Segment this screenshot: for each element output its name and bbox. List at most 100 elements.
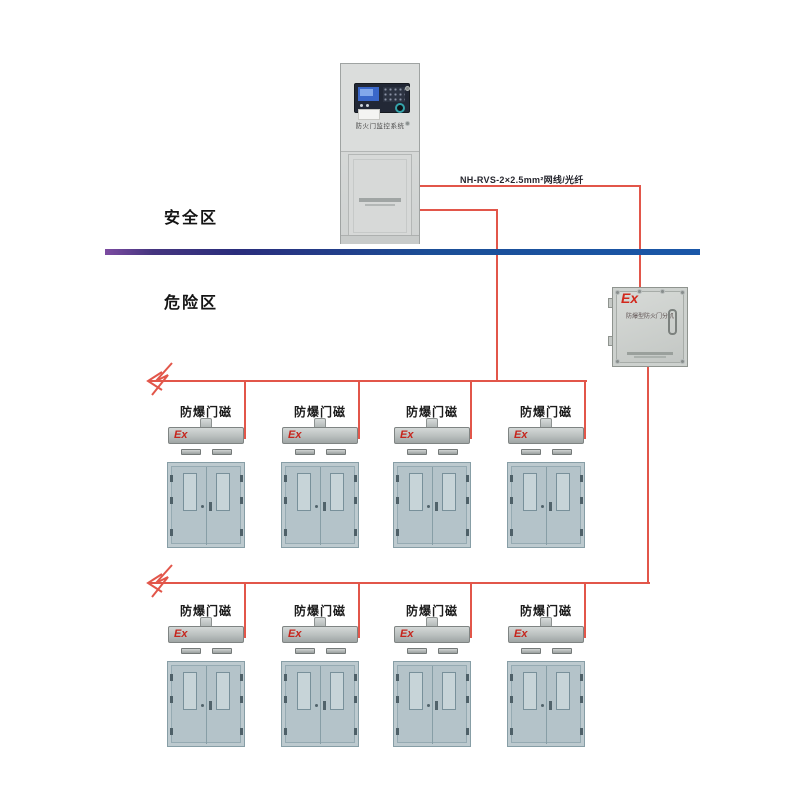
hinge-icon xyxy=(580,475,583,482)
hinge-icon xyxy=(396,728,399,735)
hinge-icon xyxy=(354,475,357,482)
door-magnet-device: Ex xyxy=(508,427,584,444)
door-window xyxy=(556,672,570,710)
hinge-icon xyxy=(466,475,469,482)
door-window xyxy=(523,473,537,511)
wire-cabinet-to-exbox-horizontal xyxy=(418,185,640,187)
hinge-icon xyxy=(170,497,173,504)
company-mark xyxy=(627,352,673,355)
screw-icon xyxy=(616,360,619,363)
hinge-icon xyxy=(354,674,357,681)
door-handle-icon xyxy=(435,701,438,710)
hinge-icon xyxy=(580,674,583,681)
door-window xyxy=(216,672,230,710)
door-magnet-label: 防爆门磁 xyxy=(405,604,459,618)
hinge-icon xyxy=(170,475,173,482)
fire-door-monitor-cabinet: 防火门监控系统 xyxy=(340,63,420,244)
door-mullion xyxy=(320,467,321,545)
door-mullion xyxy=(320,666,321,744)
door-handle-icon xyxy=(209,502,212,511)
hinge-icon xyxy=(396,475,399,482)
door-window xyxy=(409,473,423,511)
ex-mark-label: Ex xyxy=(514,429,528,441)
bus-break-arrow-icon xyxy=(146,362,173,396)
device-drop-wire xyxy=(244,381,246,439)
ex-mark-label: Ex xyxy=(400,429,414,441)
hinge-icon xyxy=(466,529,469,536)
door-magnet-label: 防爆门磁 xyxy=(405,405,459,419)
door-window xyxy=(297,473,311,511)
hinge-icon xyxy=(466,696,469,703)
hinge-icon xyxy=(466,728,469,735)
hinge-icon xyxy=(396,529,399,536)
door-magnet-device: Ex xyxy=(394,626,470,643)
door-magnet-device: Ex xyxy=(282,626,358,643)
hinge-icon xyxy=(354,728,357,735)
hinge-icon xyxy=(608,298,613,308)
door-mullion xyxy=(206,666,207,744)
hinge-icon xyxy=(240,529,243,536)
hinge-icon xyxy=(170,728,173,735)
door-magnet-label: 防爆门磁 xyxy=(179,604,233,618)
hinge-icon xyxy=(170,674,173,681)
keypad-buttons xyxy=(383,87,405,102)
door-handle-icon xyxy=(201,704,204,707)
door-window xyxy=(409,672,423,710)
door-magnet-label: 防爆门磁 xyxy=(293,405,347,419)
door-magnet-device: Ex xyxy=(168,427,244,444)
exbox-name-label: 防爆型防火门分机 xyxy=(625,314,675,320)
door-mullion xyxy=(546,467,547,545)
hinge-icon xyxy=(608,336,613,346)
hinge-icon xyxy=(510,728,513,735)
terminal-block xyxy=(552,648,572,654)
ex-mark-label: Ex xyxy=(514,628,528,640)
door-magnet-label: 防爆门磁 xyxy=(519,405,573,419)
terminal-block xyxy=(438,648,458,654)
door-mullion xyxy=(546,666,547,744)
hinge-icon xyxy=(396,497,399,504)
control-display-panel xyxy=(354,83,410,113)
hinge-icon xyxy=(580,529,583,536)
double-door xyxy=(393,462,471,548)
terminal-block xyxy=(181,449,201,455)
terminal-block xyxy=(212,648,232,654)
cabinet-name-label: 防火门监控系统 xyxy=(355,123,405,130)
hinge-icon xyxy=(510,497,513,504)
double-door xyxy=(281,462,359,548)
branch-bus-wire xyxy=(150,582,650,584)
door-magnet-device: Ex xyxy=(508,626,584,643)
terminal-block xyxy=(295,449,315,455)
door-window xyxy=(297,672,311,710)
ex-mark-label: Ex xyxy=(174,429,188,441)
device-drop-wire xyxy=(358,381,360,439)
cabinet-upper-section: 防火门监控系统 xyxy=(341,64,419,152)
cabinet-base xyxy=(341,235,419,244)
device-drop-wire xyxy=(244,583,246,638)
ex-mark-label: Ex xyxy=(400,628,414,640)
hinge-icon xyxy=(580,497,583,504)
door-window xyxy=(330,672,344,710)
branch-bus-wire xyxy=(150,380,587,382)
hinge-icon xyxy=(396,696,399,703)
terminal-block xyxy=(212,449,232,455)
round-button-icon xyxy=(395,103,405,113)
door-handle-icon xyxy=(541,704,544,707)
lcd-screen xyxy=(358,87,379,101)
door-magnet-device: Ex xyxy=(168,626,244,643)
door-handle-icon xyxy=(315,704,318,707)
wire-cabinet-to-bus1-horizontal xyxy=(418,209,497,211)
hinge-icon xyxy=(396,674,399,681)
door-handle-icon xyxy=(201,505,204,508)
door-magnet-label: 防爆门磁 xyxy=(179,405,233,419)
ex-mark-label: Ex xyxy=(621,290,639,306)
hinge-icon xyxy=(466,497,469,504)
door-window xyxy=(442,672,456,710)
hinge-icon xyxy=(466,674,469,681)
screw-icon xyxy=(616,291,619,294)
hinge-icon xyxy=(354,497,357,504)
door-window xyxy=(556,473,570,511)
hinge-icon xyxy=(240,497,243,504)
hinge-icon xyxy=(170,696,173,703)
indicator-led-icon xyxy=(360,104,363,107)
